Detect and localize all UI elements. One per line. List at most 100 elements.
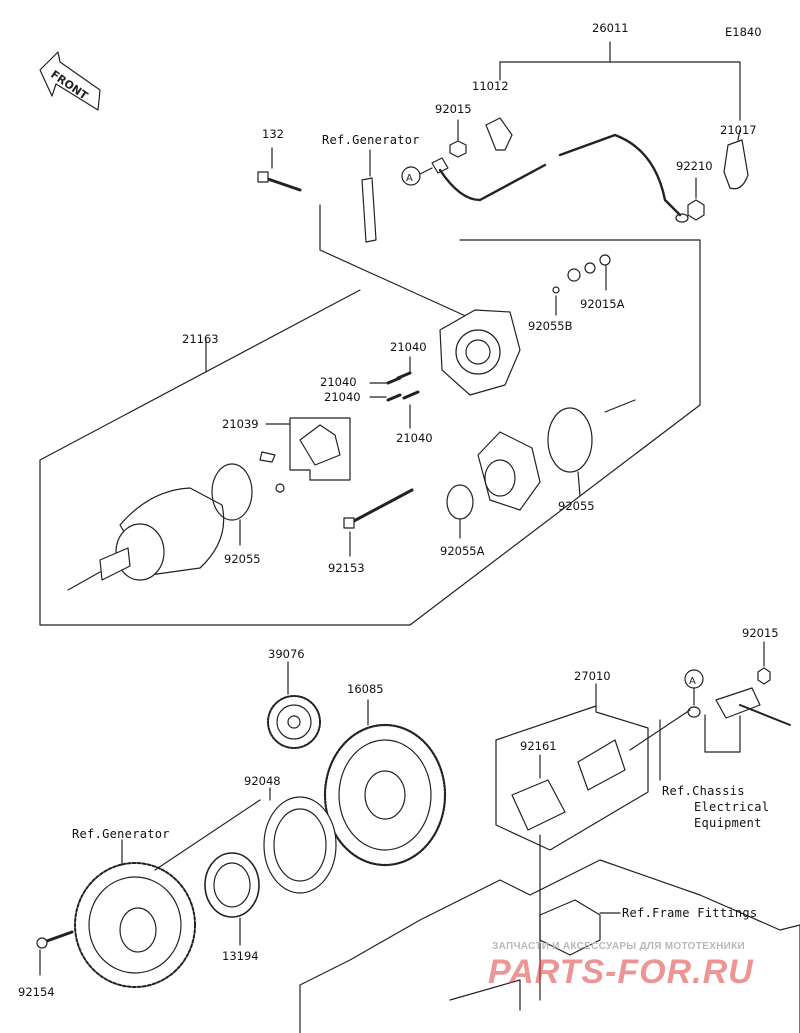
through-bolt-92153 bbox=[350, 488, 414, 524]
terminal-cover-21017 bbox=[723, 139, 749, 190]
generator-bracket bbox=[361, 177, 377, 243]
label-21039: 21039 bbox=[222, 417, 259, 431]
label-26011: 26011 bbox=[592, 21, 629, 35]
label-ref-generator-bottom: Ref.Generator bbox=[72, 827, 170, 841]
label-21040-a: 21040 bbox=[390, 340, 427, 354]
idle-gear-hub bbox=[276, 704, 312, 740]
end-cover-bore-inner bbox=[465, 339, 491, 365]
label-11012: 11012 bbox=[472, 79, 509, 93]
terminal-washer bbox=[687, 706, 701, 718]
leader-132-housing bbox=[319, 204, 471, 319]
callout-a-top-label: A bbox=[406, 173, 413, 184]
label-21040-c: 21040 bbox=[324, 390, 361, 404]
label-92015-top: 92015 bbox=[435, 102, 472, 116]
nut-92015-right bbox=[757, 667, 771, 685]
nut-92015-top bbox=[449, 140, 467, 158]
generator-rotor-inner bbox=[88, 876, 182, 974]
diagram-code: E1840 bbox=[725, 25, 762, 39]
battery-cable bbox=[438, 133, 682, 217]
washer-92015a bbox=[599, 254, 611, 266]
brush-holder-outline bbox=[289, 417, 351, 481]
watermark-tagline: ЗАПЧАСТИ И АКСЕССУАРЫ ДЛЯ МОТОТЕХНИКИ bbox=[492, 941, 745, 952]
generator-rotor-hub bbox=[119, 907, 157, 953]
o-ring-92055-left bbox=[211, 463, 253, 521]
label-21163: 21163 bbox=[182, 332, 219, 346]
cable-terminal-right bbox=[675, 213, 689, 223]
leader-ref-chassis bbox=[704, 714, 741, 753]
through-bolt-head bbox=[343, 517, 355, 529]
label-92048: 92048 bbox=[244, 774, 281, 788]
ring-92048-inner bbox=[273, 808, 327, 882]
brush-terminal bbox=[259, 451, 276, 463]
brush-holder-21039 bbox=[299, 424, 341, 466]
clutch-gear-web bbox=[338, 739, 432, 851]
bolt-132 bbox=[263, 176, 302, 192]
starter-relay-outline bbox=[495, 705, 649, 851]
label-92154: 92154 bbox=[18, 985, 55, 999]
bolt-92154 bbox=[42, 930, 74, 944]
chassis-terminal bbox=[715, 687, 761, 719]
motor-shaft bbox=[99, 547, 131, 581]
label-21040-d: 21040 bbox=[396, 431, 433, 445]
label-92055b: 92055B bbox=[528, 319, 573, 333]
label-ref-chassis-3: Equipment bbox=[694, 816, 762, 830]
ring-92048 bbox=[263, 796, 337, 894]
label-ref-frame-fittings: Ref.Frame Fittings bbox=[622, 906, 758, 920]
leader-21017 bbox=[737, 129, 741, 141]
bolt-92154-head bbox=[36, 937, 48, 949]
label-92161: 92161 bbox=[520, 739, 557, 753]
leader-92055-right bbox=[577, 471, 581, 497]
label-27010: 27010 bbox=[574, 669, 611, 683]
label-92055a: 92055A bbox=[440, 544, 485, 558]
label-132: 132 bbox=[262, 127, 284, 141]
watermark-logo: PARTS-FOR.RU bbox=[488, 953, 754, 991]
bolt-132-head bbox=[257, 171, 269, 183]
label-ref-chassis-2: Electrical bbox=[694, 800, 770, 814]
label-16085: 16085 bbox=[347, 682, 384, 696]
label-92210: 92210 bbox=[676, 159, 713, 173]
one-way-clutch-inner bbox=[213, 862, 251, 908]
label-ref-generator-top: Ref.Generator bbox=[322, 133, 420, 147]
nut-92210 bbox=[687, 199, 705, 221]
front-cover-bore bbox=[484, 459, 516, 497]
washer-1 bbox=[567, 268, 581, 282]
callout-a-top bbox=[401, 166, 421, 186]
o-ring-92055-right bbox=[547, 407, 593, 473]
starter-front-cover bbox=[477, 431, 541, 511]
label-92015-right: 92015 bbox=[742, 626, 779, 640]
callout-a-bottom-label: A bbox=[689, 676, 696, 687]
one-way-clutch-13194 bbox=[204, 852, 260, 918]
label-ref-chassis-1: Ref.Chassis bbox=[662, 784, 745, 798]
relay-cover-92161 bbox=[511, 779, 566, 831]
starter-end-cover bbox=[439, 309, 521, 396]
brush-screw bbox=[275, 483, 285, 493]
idle-gear-39076 bbox=[267, 695, 321, 749]
washer-2 bbox=[584, 262, 596, 274]
cable-terminal-left bbox=[431, 157, 449, 174]
end-cover-bore bbox=[455, 329, 501, 375]
label-92055-left: 92055 bbox=[224, 552, 261, 566]
front-arrow-icon: FRONT bbox=[39, 51, 101, 111]
leader-26011 bbox=[499, 61, 741, 121]
shaft-axis bbox=[67, 571, 101, 591]
axis-right bbox=[604, 399, 636, 413]
label-13194: 13194 bbox=[222, 949, 259, 963]
o-ring-92055a bbox=[446, 484, 474, 520]
idle-gear-center bbox=[287, 715, 301, 729]
chassis-cable bbox=[739, 704, 791, 726]
label-21017: 21017 bbox=[720, 123, 757, 137]
label-92153: 92153 bbox=[328, 561, 365, 575]
label-39076: 39076 bbox=[268, 647, 305, 661]
o-ring-92055b bbox=[552, 286, 560, 294]
starter-assembly-outline bbox=[39, 239, 701, 626]
axis-generator bbox=[154, 799, 261, 871]
frame-fitting bbox=[299, 859, 800, 1033]
generator-rotor bbox=[74, 862, 196, 988]
frame-bracket bbox=[539, 899, 601, 956]
brush-springs bbox=[386, 371, 420, 402]
clutch-gear-hub bbox=[364, 770, 406, 820]
frame-rail bbox=[449, 979, 521, 1011]
label-92055-right: 92055 bbox=[558, 499, 595, 513]
label-21040-b: 21040 bbox=[320, 375, 357, 389]
